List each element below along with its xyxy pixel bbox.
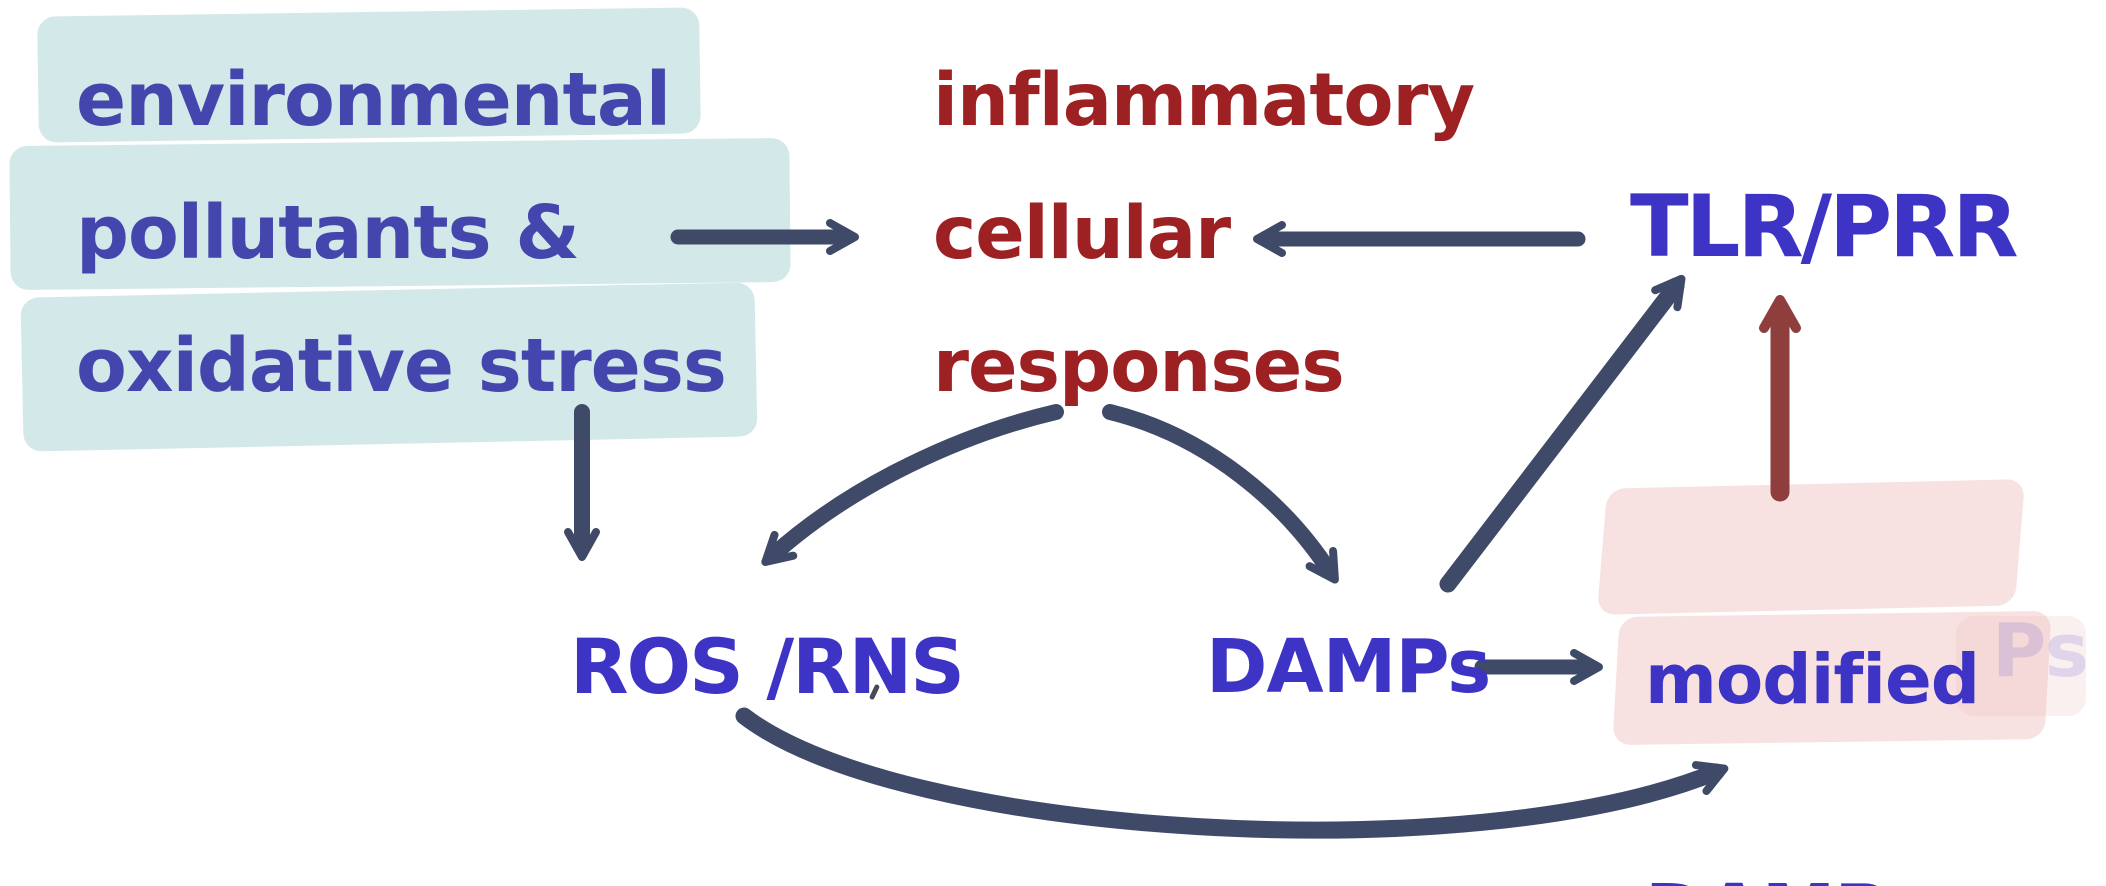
edge-damps-to-tlrprr <box>1439 274 1686 593</box>
node-damps: DAMPs <box>1206 624 1491 710</box>
ghost-text-ps: Ps <box>1992 608 2089 694</box>
node-modified-damps: modified DAMPs <box>1645 506 1980 886</box>
modified-damps-line-1: modified <box>1645 640 1980 720</box>
highlight-pink-stroke-3 <box>1956 616 2086 716</box>
modified-damps-line-2: DAMPs <box>1645 854 1979 886</box>
node-environmental-pollutants-oxidative-stress: environmental pollutants & oxidative str… <box>76 57 727 409</box>
node-ros-rns: ROS /RNS <box>570 622 965 711</box>
edge-responses-to-damps <box>1102 404 1339 584</box>
edge-rosrns-to-modified-damps <box>735 707 1729 839</box>
edge-responses-to-rosrns <box>761 404 1064 567</box>
node-tlr-prr: TLR/PRR <box>1630 177 2019 277</box>
node-inflammatory-cellular-responses: inflammatory cellular responses <box>933 58 1475 409</box>
